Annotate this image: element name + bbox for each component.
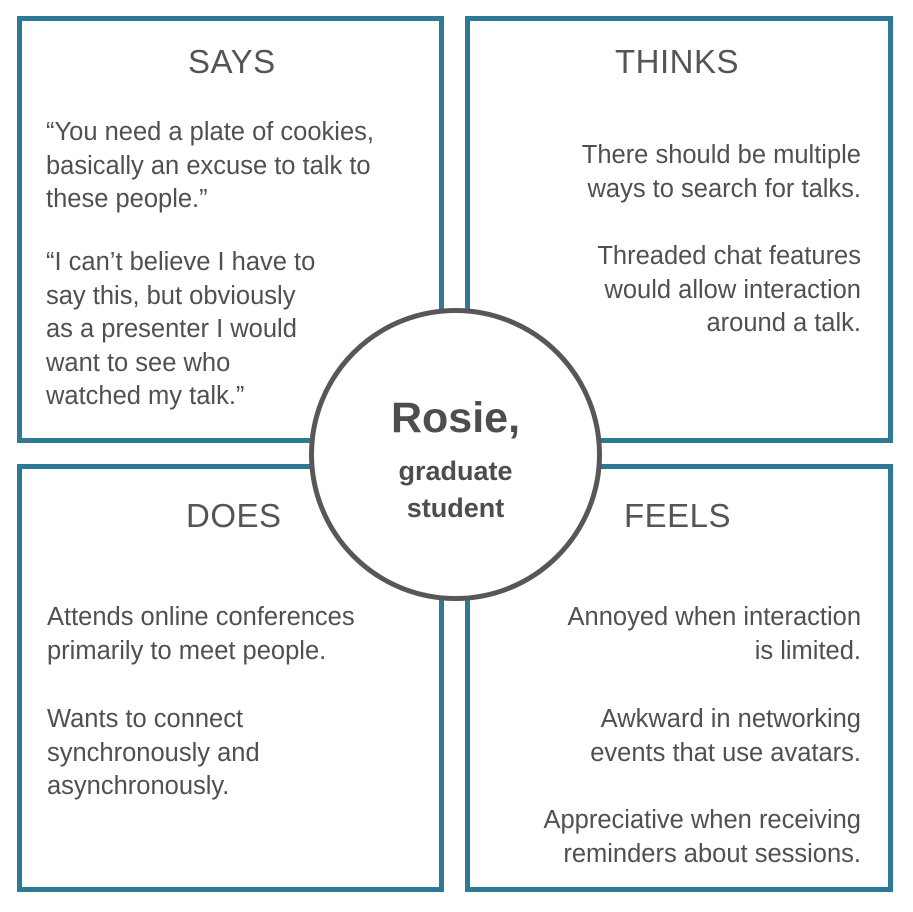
says-quote-1-line: “You need a plate of cookies, <box>46 118 374 146</box>
thinks-thought-1: There should be multiple ways to search … <box>582 139 861 206</box>
thinks-thought-1-line: ways to search for talks. <box>587 174 861 203</box>
thinks-thought-2: Threaded chat features would allow inter… <box>597 240 861 341</box>
says-quote-1-line: these people.” <box>46 185 208 213</box>
says-quote-2-line: “I can’t believe I have to <box>46 248 316 276</box>
feels-feeling-3: Appreciative when receiving reminders ab… <box>543 804 861 871</box>
thinks-thought-2-line: around a talk. <box>706 309 861 337</box>
persona-circle: Rosie, graduate student <box>309 308 602 601</box>
thinks-title: THINKS <box>615 43 740 80</box>
feels-feeling-2: Awkward in networking events that use av… <box>590 703 861 770</box>
feels-feeling-1: Annoyed when interaction is limited. <box>568 601 861 668</box>
persona-role: graduate student <box>314 453 597 527</box>
does-action-2-line: asynchronously. <box>47 772 230 800</box>
says-quote-1-line: basically an excuse to talk to <box>46 151 371 180</box>
thinks-thought-1-line: There should be multiple <box>581 141 861 169</box>
does-title: DOES <box>186 497 282 534</box>
says-quadrant: SAYS “You need a plate of cookies, basic… <box>17 16 444 443</box>
persona-name: Rosie, <box>390 394 521 442</box>
feels-feeling-3-line: reminders about sessions. <box>563 839 861 868</box>
says-quote-2: “I can’t believe I have to say this, but… <box>46 246 315 414</box>
feels-feeling-1-line: Annoyed when interaction <box>567 603 861 631</box>
does-action-1-line: Attends online conferences <box>47 603 355 631</box>
feels-feeling-1-line: is limited. <box>754 636 861 665</box>
feels-feeling-2-line: events that use avatars. <box>590 738 861 767</box>
does-action-2: Wants to connect synchronously and async… <box>47 703 260 804</box>
says-quote-2-line: say this, but obviously <box>46 281 296 310</box>
feels-feeling-3-line: Appreciative when receiving <box>543 806 861 834</box>
does-quadrant: DOES Attends online conferences primaril… <box>17 464 444 892</box>
says-quote-1: “You need a plate of cookies, basically … <box>46 116 374 217</box>
says-quote-2-line: want to see who <box>46 348 231 377</box>
does-action-2-line: synchronously and <box>47 738 260 767</box>
feels-feeling-2-line: Awkward in networking <box>600 705 861 733</box>
says-quote-2-line: watched my talk.” <box>46 382 245 410</box>
does-action-1-line: primarily to meet people. <box>47 636 327 665</box>
says-title: SAYS <box>188 43 276 80</box>
thinks-thought-2-line: would allow interaction <box>604 275 861 304</box>
persona-role-line: student <box>406 493 505 523</box>
feels-title: FEELS <box>624 497 732 534</box>
persona-role-line: graduate <box>398 456 513 486</box>
thinks-thought-2-line: Threaded chat features <box>597 242 861 270</box>
does-action-2-line: Wants to connect <box>47 705 244 733</box>
feels-quadrant: FEELS Annoyed when interaction is limite… <box>465 464 893 892</box>
does-action-1: Attends online conferences primarily to … <box>47 601 355 668</box>
says-quote-2-line: as a presenter I would <box>46 315 297 343</box>
